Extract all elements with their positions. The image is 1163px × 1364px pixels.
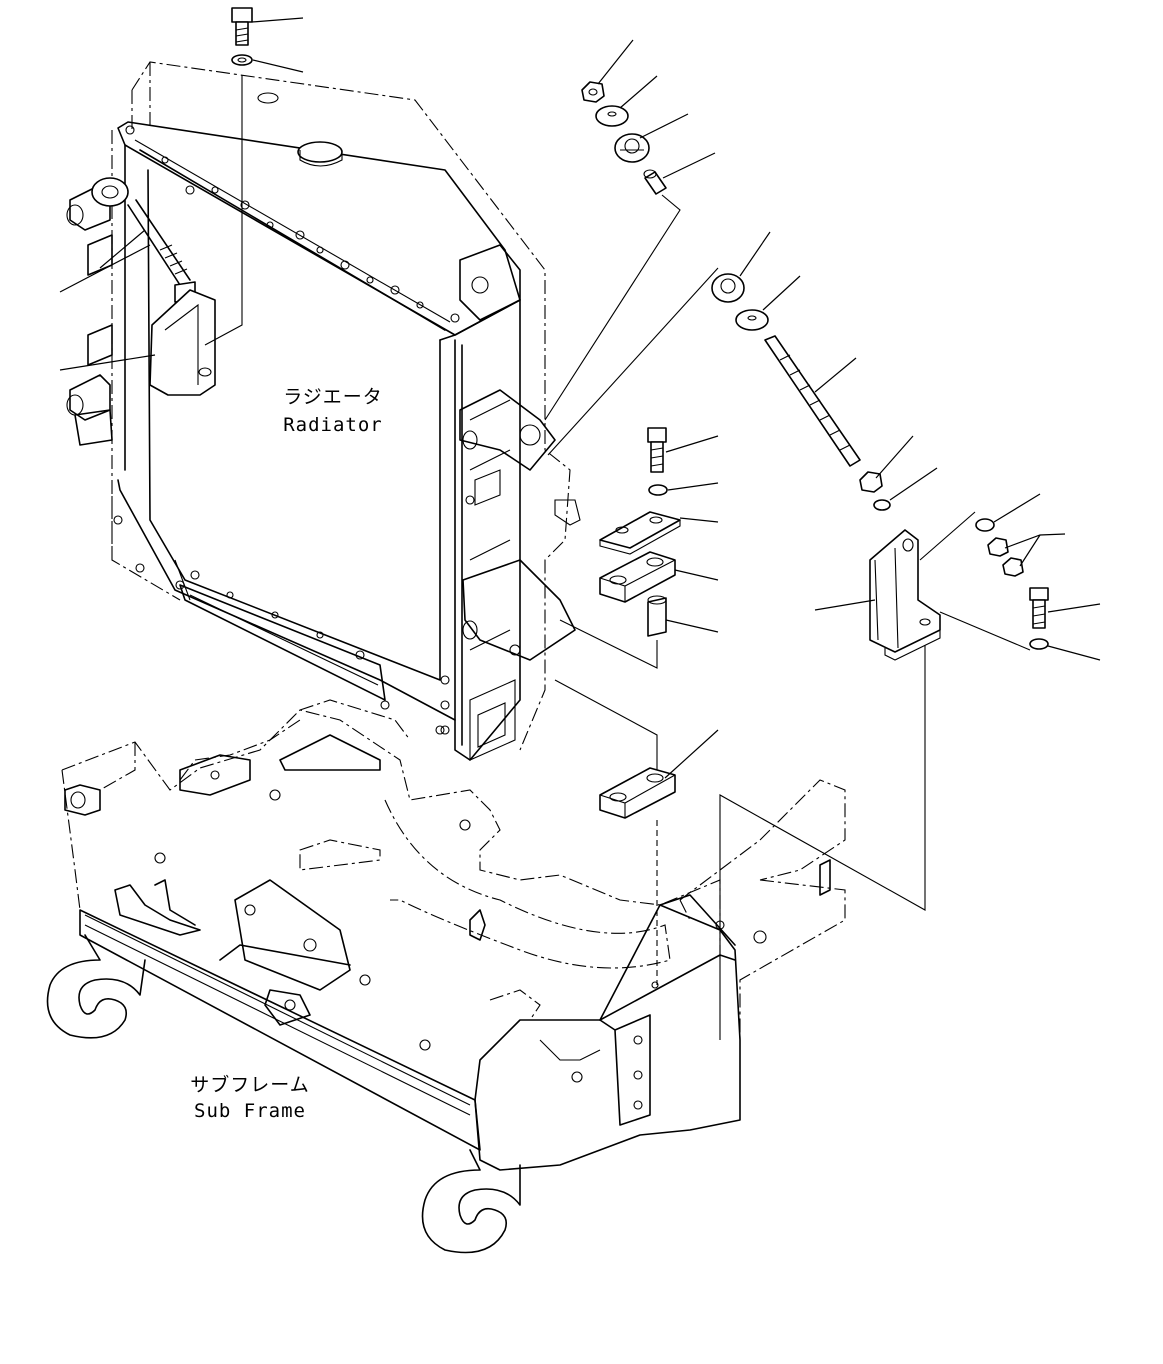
front-cross-member: [79, 909, 481, 1151]
radiator-label-jp: ラジエータ: [283, 386, 383, 408]
leader-stay-rod: [99, 229, 146, 269]
subframe-label-jp: サブフレーム: [190, 1074, 310, 1096]
radiator-label-en: Radiator: [283, 414, 383, 436]
radiator-cap: [297, 141, 343, 163]
upper-mount-bracket: [459, 389, 556, 471]
front-tow-hook: [46, 934, 146, 1039]
top-bolt-washer: [204, 7, 304, 346]
left-stay-rod-assembly: [59, 177, 216, 396]
top-tank-bolts: [125, 125, 460, 323]
left-stay-bracket: [149, 289, 216, 396]
center-mount-kit: [554, 427, 719, 985]
bottom-tank-bolts: [113, 515, 445, 735]
right-bracket-assembly: [719, 493, 1101, 1040]
lower-mount-bracket: [462, 559, 576, 661]
sub-frame: [46, 699, 846, 1254]
subframe-label-en: Sub Frame: [194, 1100, 306, 1122]
radiator: [66, 61, 581, 761]
rear-tow-hook: [421, 1149, 521, 1254]
upper-mount-kit: [544, 39, 716, 421]
right-stay-rod-assembly: [547, 231, 938, 511]
